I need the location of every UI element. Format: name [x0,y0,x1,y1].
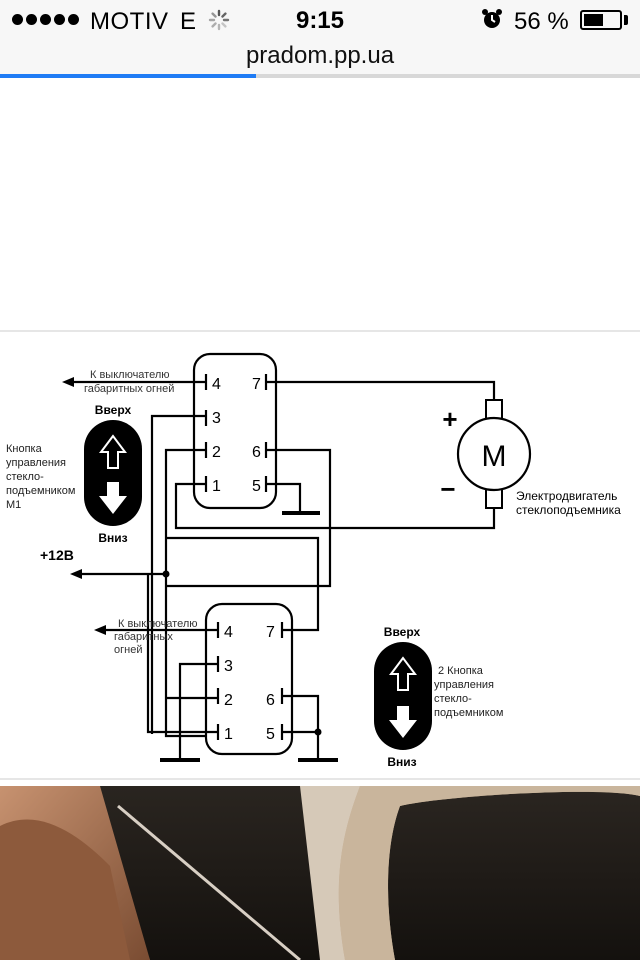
button2-label-line1: 2 Кнопка [438,665,484,677]
battery-tip [624,15,628,25]
switch2-lights-label-line2: габаритных [114,631,173,643]
window-button-1 [84,420,142,526]
power-label: +12В [40,547,74,563]
switch1-pin-6: 6 [252,444,261,461]
switch2-pin-1: 1 [224,726,233,743]
button1-down-label: Вниз [98,531,127,545]
alarm-clock-icon [482,9,502,28]
switch2-pin-4: 4 [224,624,233,641]
switch1-pin-5: 5 [252,478,261,495]
battery-level-fill [584,14,603,26]
switch1-body [192,352,278,510]
switch1-lights-label-line1: К выключателю [90,369,170,381]
car-door-photo-image [0,786,640,960]
button2-label-line4: подъемником [434,707,503,719]
button2-down-label: Вниз [387,755,416,769]
motor [456,399,532,509]
network-activity-spinner-icon [208,9,230,31]
signal-strength-icon [12,14,79,25]
carrier-name: MOTIV [90,8,169,35]
switch1-pin-1: 1 [212,478,221,495]
arrow-up-icon [99,434,127,469]
junction-dot [314,728,322,736]
arrowheads [62,377,106,635]
arrow-down-icon [389,706,417,738]
content-divider [0,778,640,780]
switch1-pin-4: 4 [212,376,221,393]
page-load-progress-fill [0,74,256,78]
switch1-pin-7: 7 [252,376,261,393]
button1-label-line4: подъемником [6,485,75,497]
button1-label-line3: стекло- [6,471,44,483]
switch2-body [204,602,294,756]
switch1-pin-3: 3 [212,410,221,427]
button1-label-line2: управления [6,457,66,469]
motor-plus-terminal: + [442,404,457,434]
arrow-down-icon [99,482,127,514]
motor-minus-terminal: − [440,474,455,504]
switch2-pin-5: 5 [266,726,275,743]
status-bar: MOTIV E 9:15 56 % [0,0,640,40]
junction-dot [162,570,170,578]
blank-content-area [0,78,640,330]
page-load-progress-bar [0,74,640,78]
switch2-pin-2: 2 [224,692,233,709]
window-button-2 [374,642,432,750]
switch2-lights-label-line1: К выключателю [118,618,198,630]
motor-symbol: M [482,440,507,473]
clock: 9:15 [295,7,345,34]
battery-icon [580,10,622,30]
button2-up-label: Вверх [384,625,421,639]
switch1-lights-label-line2: габаритных огней [84,383,174,395]
url-text[interactable]: pradom.pp.ua [245,42,395,69]
network-type: E [180,8,197,35]
car-door-photo [0,786,640,960]
switch2-pin-7: 7 [266,624,275,641]
button2-label-line2: управления [434,679,494,691]
motor-label-line1: Электродвигатель [516,489,617,503]
web-page-content[interactable]: M + − Электродвигатель стеклоподъемника … [0,78,640,960]
battery-percentage: 56 % [514,8,569,35]
button1-label-line1: Кнопка [6,443,43,455]
switch2-lights-label-line3: огней [114,644,142,656]
button1-label-line5: М1 [6,499,21,511]
switch2-pin-6: 6 [266,692,275,709]
wires [72,380,496,762]
wiring-diagram[interactable]: M + − Электродвигатель стеклоподъемника … [0,336,640,776]
button1-up-label: Вверх [95,403,132,417]
content-divider [0,330,640,332]
address-bar[interactable]: pradom.pp.ua [0,40,640,78]
motor-label-line2: стеклоподъемника [516,503,621,517]
button2-label-line3: стекло- [434,693,472,705]
switch1-pin-2: 2 [212,444,221,461]
switch2-pin-3: 3 [224,658,233,675]
arrow-up-icon [389,656,417,691]
